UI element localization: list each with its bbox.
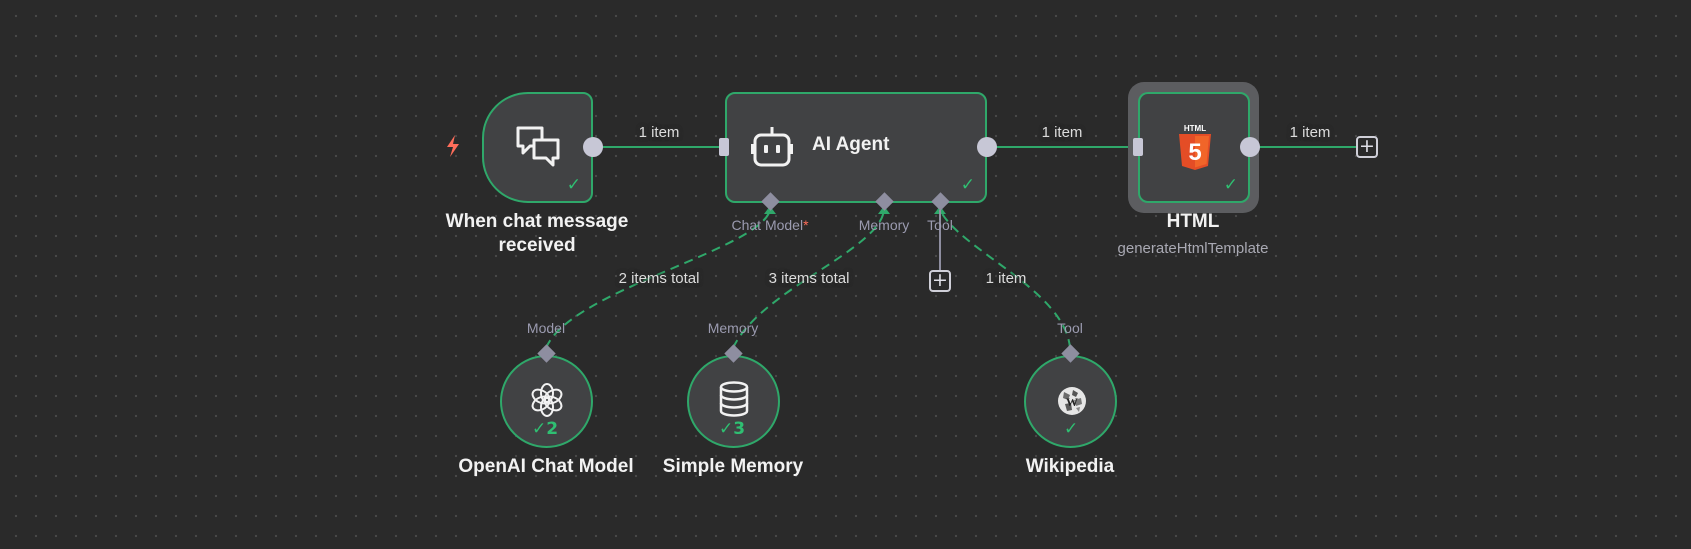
port-label-model: Model [526, 320, 566, 336]
connection-label: 1 item [638, 124, 680, 141]
connection-model-agent[interactable] [545, 209, 771, 349]
node-title: Simple Memory [662, 456, 804, 477]
success-check-icon: ✓ [719, 419, 734, 439]
node-simple-memory[interactable]: ✓3 [687, 355, 780, 448]
connection-label: 3 items total [768, 270, 850, 287]
robot-icon [749, 124, 795, 175]
port-output[interactable] [583, 137, 603, 157]
svg-text:W: W [1066, 395, 1078, 409]
node-html[interactable]: HTML 5 ✓ [1138, 92, 1250, 203]
connection-label: 1 item [1041, 124, 1083, 141]
success-check-icon: ✓ [532, 419, 547, 439]
node-openai-chat-model[interactable]: ✓2 [500, 355, 593, 448]
node-title: AI Agent [812, 134, 890, 155]
node-title: When chat message received [445, 211, 629, 256]
success-check-icon: ✓ [1064, 419, 1079, 439]
run-count-badge: ✓2 [532, 419, 559, 439]
svg-text:5: 5 [1188, 139, 1201, 166]
svg-text:HTML: HTML [1184, 124, 1206, 133]
port-label-tool: Tool [1057, 320, 1083, 336]
node-chat-trigger[interactable]: ✓ [482, 92, 593, 203]
lightning-bolt-icon [444, 134, 462, 163]
node-title: HTML [1166, 211, 1220, 232]
node-title: Wikipedia [1025, 456, 1115, 477]
openai-icon [529, 382, 565, 423]
success-check-icon: ✓ [1223, 175, 1238, 195]
html5-icon: HTML 5 [1176, 123, 1214, 176]
port-label-memory: Memory [707, 320, 759, 336]
wikipedia-globe-icon: W [1056, 385, 1088, 422]
connection-tool-agent[interactable] [939, 209, 1071, 349]
port-input[interactable] [719, 138, 729, 156]
success-check-icon: ✓ [566, 175, 581, 195]
port-label-memory: Memory [858, 217, 910, 233]
port-output[interactable] [1240, 137, 1260, 157]
node-subtitle: generateHtmlTemplate [1117, 240, 1269, 257]
chat-bubbles-icon [514, 124, 562, 175]
node-wikipedia[interactable]: W ✓ [1024, 355, 1117, 448]
add-tool-button[interactable]: + [929, 270, 951, 292]
database-icon [718, 381, 750, 422]
connection-label: 2 items total [618, 270, 700, 287]
port-label-chat-model: Chat Model* [731, 217, 809, 233]
success-check-icon: ✓ [960, 175, 975, 195]
connection-label: 1 item [985, 270, 1027, 287]
add-node-button[interactable]: + [1356, 136, 1378, 158]
node-title: OpenAI Chat Model [458, 456, 634, 477]
run-count-badge: ✓3 [719, 419, 746, 439]
port-input[interactable] [1133, 138, 1143, 156]
port-label-tool: Tool [927, 217, 953, 233]
connection-label: 1 item [1289, 124, 1331, 141]
port-output[interactable] [977, 137, 997, 157]
